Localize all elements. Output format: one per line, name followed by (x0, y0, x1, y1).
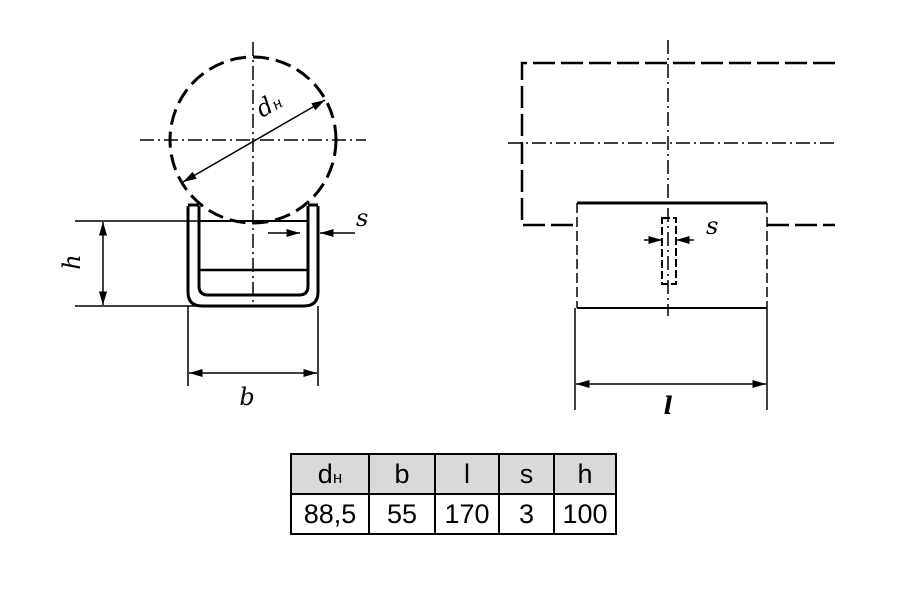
header-l: l (434, 453, 500, 495)
cell-l: 170 (434, 493, 500, 535)
pipe-outline (520, 61, 835, 227)
header-h: h (553, 453, 617, 495)
front-view (508, 40, 836, 410)
b-label: b (239, 383, 254, 411)
s-label-left: s (356, 204, 368, 232)
h-label: h (58, 254, 86, 269)
cell-b: 55 (368, 493, 436, 535)
side-view (75, 42, 366, 386)
cell-h: 100 (553, 493, 617, 535)
s-label-right: s (706, 212, 718, 240)
diameter-label: dн (251, 86, 287, 123)
header-dn: dн (290, 453, 370, 495)
cell-s: 3 (498, 493, 555, 535)
l-label: l (663, 391, 672, 420)
table-header-row: dн b l s h (290, 453, 617, 495)
diameter-dimension (182, 99, 326, 183)
table-row: 88,5 55 170 3 100 (290, 493, 617, 535)
slot (661, 217, 677, 285)
dimensions-table: dн b l s h 88,5 55 170 3 100 (290, 453, 617, 535)
u-bracket-outer (186, 206, 320, 308)
header-s: s (498, 453, 555, 495)
header-b: b (368, 453, 436, 495)
cell-dn: 88,5 (290, 493, 370, 535)
u-bracket-inner (197, 206, 310, 297)
